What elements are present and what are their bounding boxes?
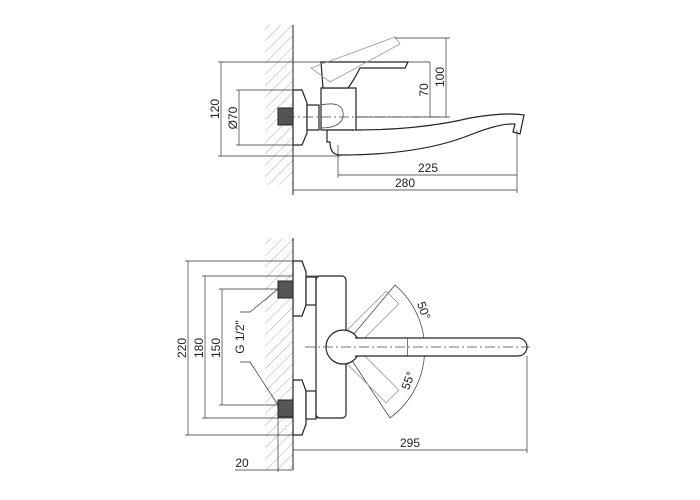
dim-70: 70 <box>417 83 431 97</box>
handle-raised-ghost <box>310 36 401 83</box>
dim-295: 295 <box>400 436 420 450</box>
front-view: 50° 55° G 1/2" 220 180 150 295 20 <box>175 238 530 472</box>
wall-flange <box>292 89 308 146</box>
thread-label: G 1/2" <box>233 320 247 354</box>
upper-nipple <box>277 280 294 299</box>
side-view: 120 Ø70 70 100 225 280 <box>208 25 525 195</box>
wall-hatch <box>265 25 293 185</box>
dim-120: 120 <box>208 99 222 119</box>
dim-280: 280 <box>395 176 415 190</box>
dim-diameter-70: Ø70 <box>226 106 240 129</box>
dim-150: 150 <box>209 338 223 358</box>
dim-220: 220 <box>175 338 189 358</box>
dim-20: 20 <box>235 456 249 470</box>
spout <box>329 113 525 156</box>
lower-nipple <box>277 399 294 418</box>
threaded-nipple <box>277 107 294 126</box>
upper-flange <box>292 260 307 317</box>
upper-nut <box>305 276 317 306</box>
angle-55: 55° <box>399 370 418 392</box>
dim-180: 180 <box>192 338 206 358</box>
dim-100: 100 <box>433 67 447 87</box>
lower-flange <box>292 379 307 436</box>
handle-lever <box>320 61 409 89</box>
mixer-body <box>320 87 357 131</box>
wall-hatch <box>265 238 293 470</box>
nut <box>306 104 320 131</box>
dim-225: 225 <box>418 161 438 175</box>
angle-50: 50° <box>414 300 433 322</box>
lower-nut <box>305 390 317 420</box>
